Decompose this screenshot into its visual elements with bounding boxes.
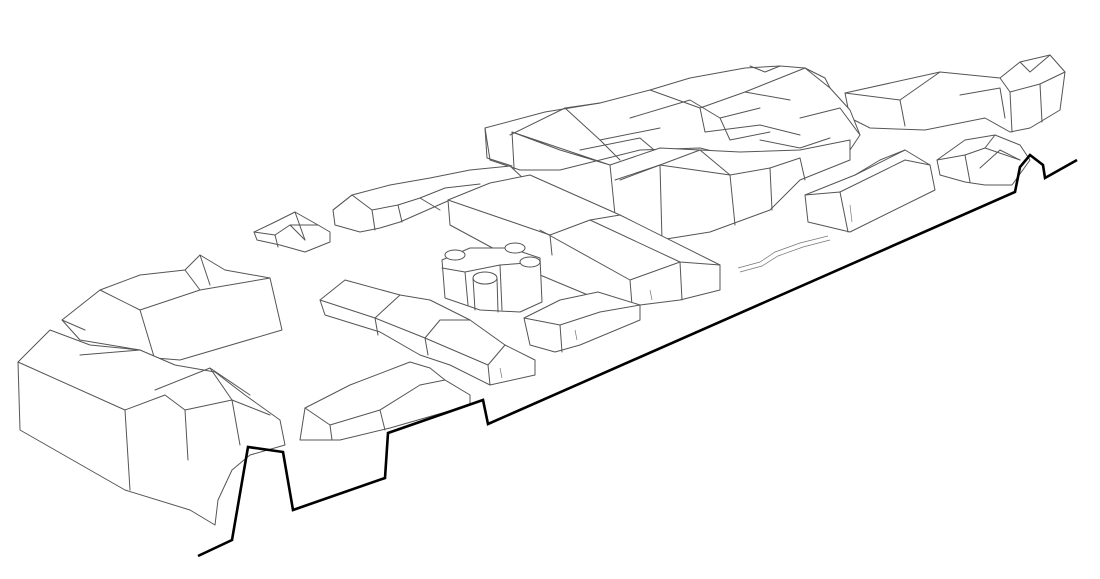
tower-building [441, 242, 543, 313]
front-low-building [523, 291, 641, 353]
far-right-buildings [936, 134, 1031, 186]
right-middle-building [804, 149, 936, 233]
left-front-cluster [17, 329, 286, 526]
section-cut-line [197, 153, 1078, 558]
path-curve [737, 235, 831, 273]
left-cluster [61, 254, 283, 361]
small-house [253, 211, 331, 253]
far-right-terrace [844, 54, 1066, 133]
upper-central-cluster [484, 65, 861, 171]
middle-left-row [319, 279, 536, 386]
front-middle-row [299, 361, 471, 441]
central-large-block [511, 131, 851, 241]
